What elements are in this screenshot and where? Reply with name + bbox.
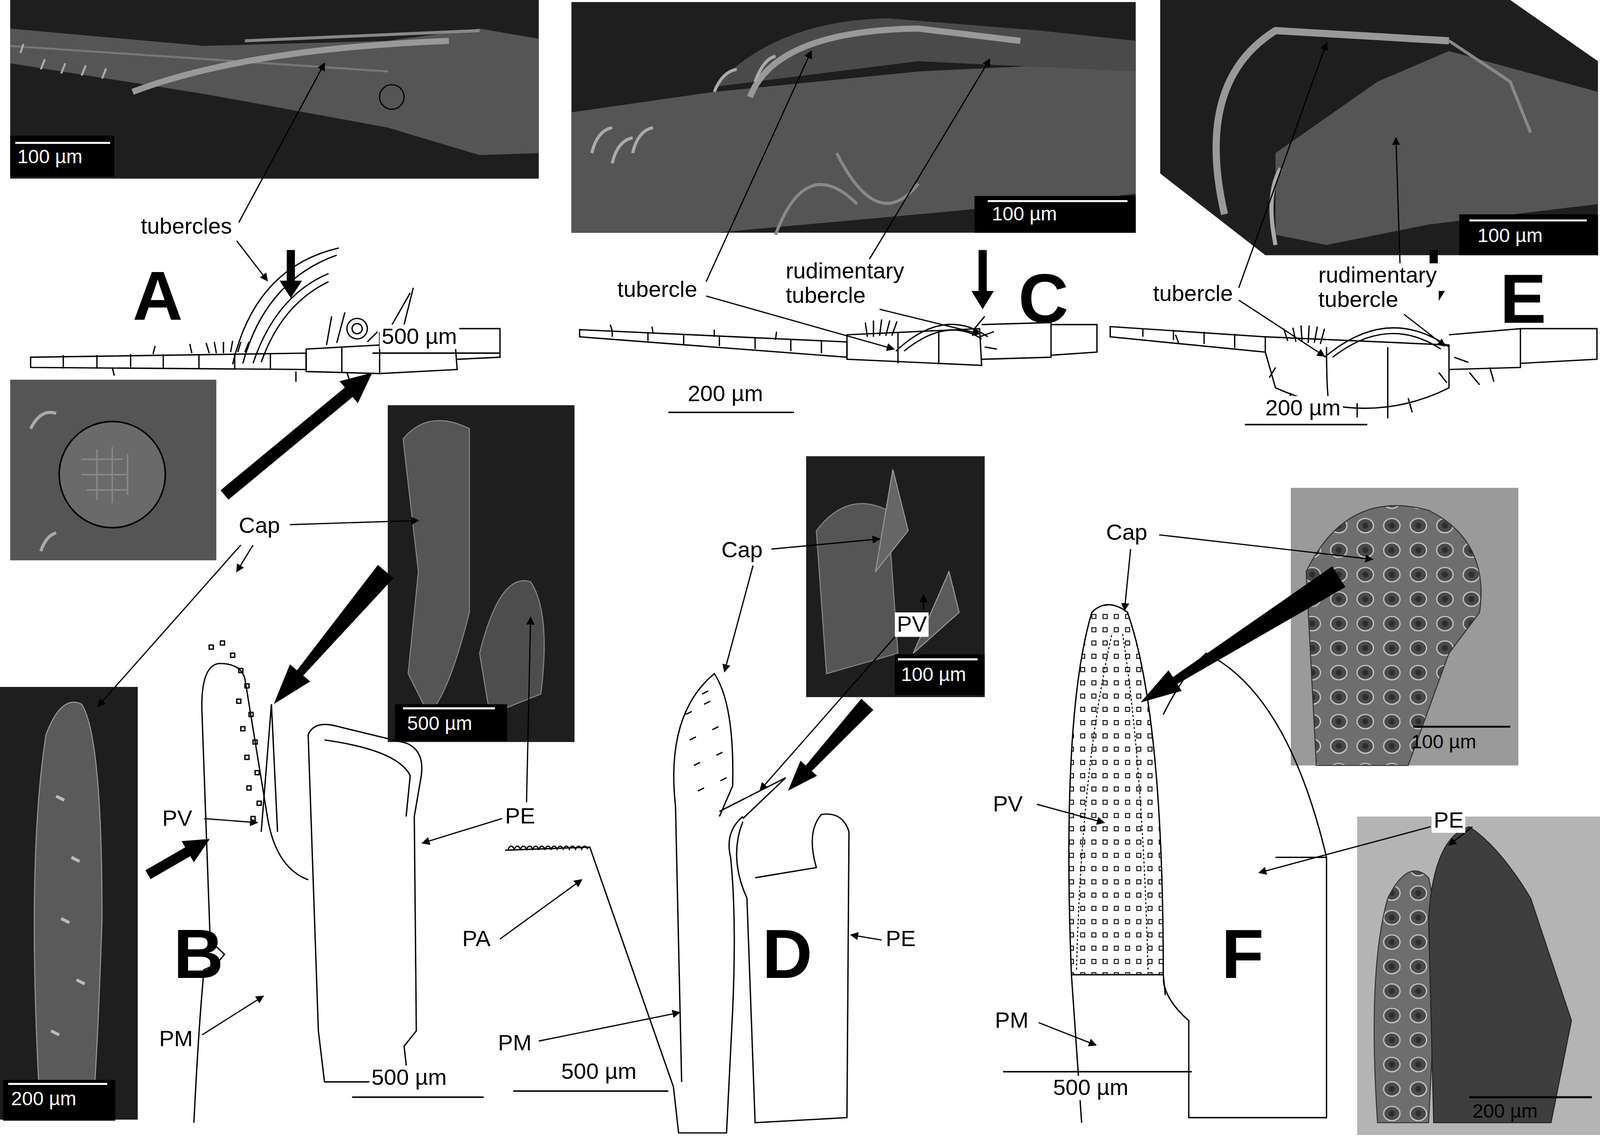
part-label: rudimentary tubercle	[1316, 263, 1440, 313]
sem-photo-panel: 100 µm	[1160, 0, 1599, 255]
scale-bar-text: 100 µm	[901, 664, 967, 686]
panel-letter: D	[760, 918, 815, 988]
part-label: PE	[502, 803, 538, 829]
part-label: 500 µm	[1050, 1075, 1131, 1101]
part-label: Cap	[719, 537, 765, 563]
part-label: PV	[894, 612, 929, 638]
sem-photo-panel: 100 µm	[1290, 487, 1519, 766]
sem-photo-panel: 500 µm	[387, 405, 575, 743]
panel-letter: C	[1016, 263, 1071, 333]
part-label: PM	[495, 1030, 534, 1056]
part-label: PV	[990, 791, 1025, 817]
panel-letter: F	[1219, 918, 1266, 988]
part-label: PE	[883, 926, 918, 952]
part-label: 200 µm	[685, 381, 766, 407]
sem-photo-panel: 200 µm	[0, 686, 138, 1120]
sem-photo-panel: 100 µm	[10, 0, 539, 179]
panel-letter: A	[130, 259, 185, 330]
part-label: rudimentary tubercle	[783, 259, 907, 309]
part-label: Cap	[1104, 520, 1150, 546]
part-label: PM	[992, 1008, 1031, 1034]
part-label: 500 µm	[559, 1059, 639, 1085]
part-label: PV	[160, 806, 195, 832]
scale-bar-text: 500 µm	[407, 713, 473, 735]
scale-bar-text: 100 µm	[17, 147, 83, 169]
part-label: tubercle	[1151, 281, 1235, 307]
part-label: Cap	[236, 513, 283, 538]
scale-bar-text: 100 µm	[991, 204, 1057, 226]
part-label: PA	[460, 926, 493, 952]
panel-letter: E	[1498, 263, 1549, 333]
part-label: 200 µm	[1263, 395, 1343, 421]
panel-letter: B	[171, 918, 226, 988]
part-label: tubercles	[138, 214, 234, 240]
sem-photo-panel: 100 µm	[806, 456, 985, 697]
scale-bar-text: 100 µm	[1477, 225, 1543, 247]
part-label: PE	[1431, 808, 1466, 833]
part-label: PM	[157, 1026, 195, 1052]
part-label: tubercle	[615, 277, 700, 303]
scale-bar-text: 200 µm	[1472, 1101, 1538, 1123]
part-label: 500 µm	[379, 324, 459, 350]
part-label: 500 µm	[369, 1065, 449, 1091]
sem-photo-panel: 100 µm	[571, 1, 1136, 233]
scale-bar-text: 100 µm	[1411, 731, 1477, 753]
sem-photo-panel: 200 µm	[1357, 816, 1600, 1135]
scale-bar-text: 200 µm	[11, 1088, 77, 1110]
